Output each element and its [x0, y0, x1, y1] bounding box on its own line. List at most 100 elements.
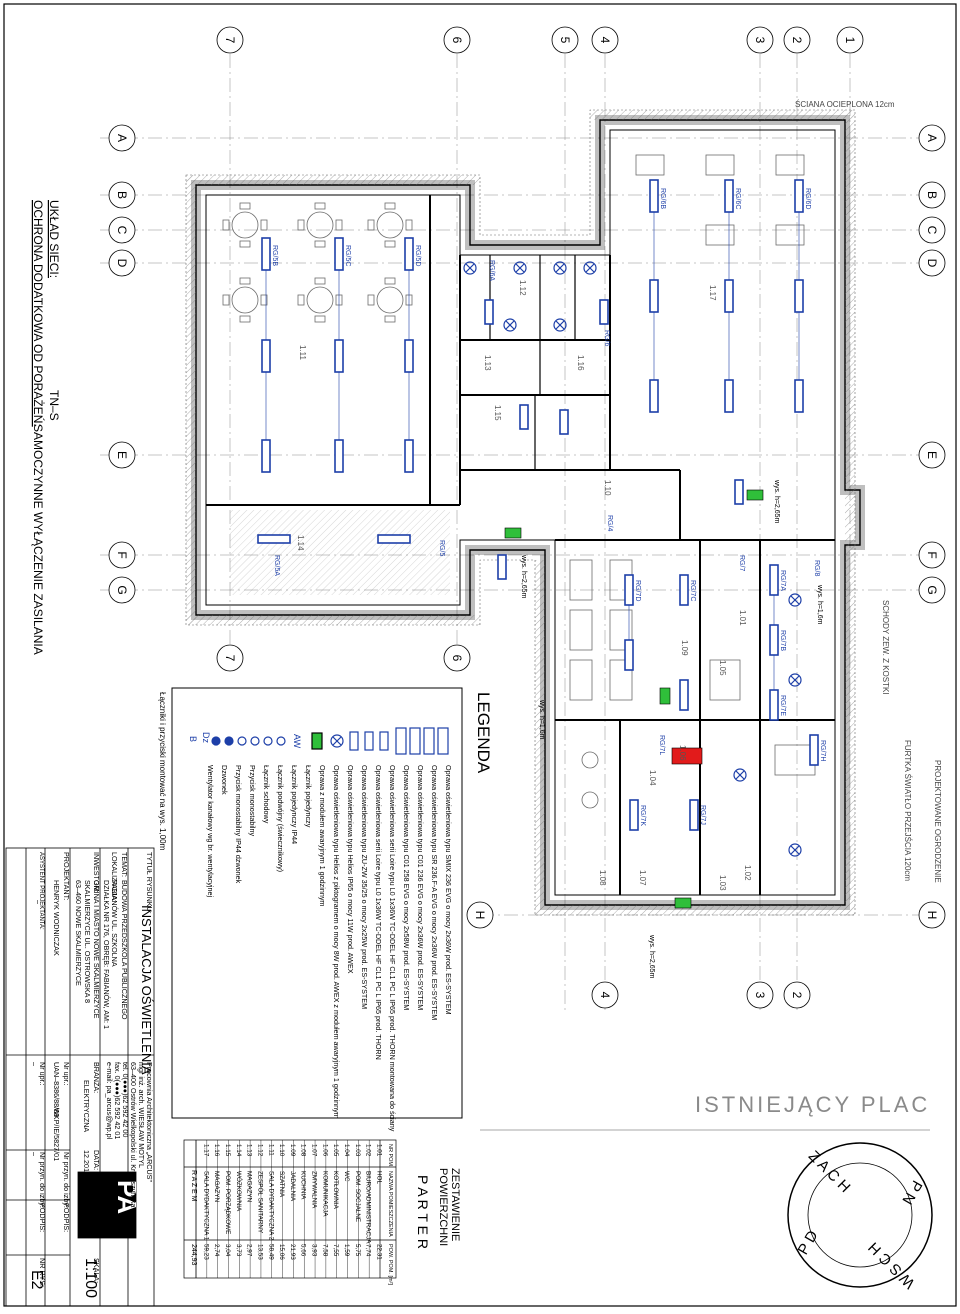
tb-scale: 1:100 — [82, 1258, 99, 1298]
fixture-rg5b-3 — [261, 439, 271, 473]
legend-item-4: Oprawa oświetleniowa typu C01 258 EVG o … — [402, 765, 411, 1010]
tb-investor-3: 63–460 NOWE SKALMIERZYCE — [74, 880, 83, 986]
label-rg5: RG/5 — [438, 540, 445, 556]
protection-label: OCHRONA DODATKOWA OD PORAŻEŃ: — [31, 200, 46, 427]
axis-bubble-A-left — [108, 124, 136, 152]
room-numbers: 1.01 1.02 1.03 1.04 1.05 1.06 1.07 1.08 … — [296, 280, 752, 891]
label-rg7l: RG/7L — [658, 735, 665, 755]
fixture-rg6c-1 — [724, 179, 734, 213]
legend-item-17: Dzwonek — [220, 765, 229, 795]
fixture-rg4-hall — [734, 479, 744, 505]
studio-logo — [77, 1171, 137, 1239]
room-1-17: 1.17 — [708, 285, 717, 301]
axis-bubble-F-left — [108, 541, 136, 569]
area-room-name: SALA DYDAKTYCZNA 1 — [202, 1171, 209, 1241]
axis-bubble-G-right — [918, 576, 946, 604]
fixture-rg5b-2 — [261, 339, 271, 373]
axis-num-2-top: 2 — [790, 37, 804, 44]
emergency-fixture-1 — [504, 527, 522, 539]
label-rg7j: RG/7J — [699, 805, 706, 825]
axis-letter-B-left: B — [115, 191, 129, 199]
existing-yard-label: ISTNIEJĄCY PLAC — [695, 1092, 930, 1117]
tb-drawing-title-label: TYTUŁ RYSUNKU: — [145, 852, 154, 914]
legend-item-5: Oprawa oświetleniowa serii Loire typu L0… — [388, 765, 397, 1132]
axis-bubble-7-top — [216, 26, 244, 54]
axis-letter-C-right: C — [925, 226, 939, 235]
area-table-rows: 1.01HOL22,311.02BIURO/ADMINISTRACJA7,741… — [195, 1140, 383, 1278]
label-rg5d: RG/5D — [414, 245, 421, 266]
compass-zach: Z A C H — [805, 1148, 854, 1197]
fixture-rg6b-3 — [649, 379, 659, 413]
axis-bubble-B-right — [918, 181, 946, 209]
area-room-number: 1.03 — [354, 1144, 361, 1157]
label-rg6: RG/6 — [603, 330, 610, 346]
compass-pn: P N — [898, 1177, 925, 1207]
tb-assistant-label: ASYSTENT PROJEKTANTA: — [38, 852, 44, 930]
area-room-number: 1.10 — [278, 1144, 285, 1157]
area-room-area: 21,93 — [289, 1244, 296, 1260]
fixture-rg5d-2 — [404, 339, 414, 373]
room-1-02: 1.02 — [743, 865, 752, 881]
area-room-number: 1.09 — [289, 1144, 296, 1157]
tb-location-2: DZIAŁKA NR 176, OBRĘB: FABIANÓW, AM: 1 — [102, 880, 111, 1029]
area-room-name: POM. PORZĄDKOWE — [224, 1171, 231, 1234]
room-1-03: 1.03 — [718, 875, 727, 891]
axis-bubble-labels: 7 6 5 4 3 2 1 7 6 4 3 2 A B C D E F G A … — [115, 37, 939, 999]
tb-investor-1: GMINA I MIASTO NOWE SKALMIERZYCE — [92, 880, 101, 1019]
fixture-rg5a-2 — [377, 534, 411, 544]
area-room-area: 1,59 — [343, 1244, 350, 1257]
area-col-name: NAZWA POMIESZCZENIA — [387, 1171, 393, 1237]
tb-studio-5: fax. 0(●●●)62 592 42 01 — [113, 1062, 122, 1139]
axis-bubble-3-top — [746, 26, 774, 54]
tb-assistant: – — [34, 900, 43, 904]
axis-bubble-4-top — [591, 26, 619, 54]
area-room-number: 1.08 — [300, 1144, 307, 1157]
axis-letter-H-left: H — [473, 911, 487, 920]
tb-studio-1: Pracownia Architektoniczna „ARCUS” — [145, 1062, 154, 1182]
area-room-number: 1.15 — [224, 1144, 231, 1157]
area-room-area: 2,97 — [246, 1244, 253, 1257]
area-room-number: 1.14 — [235, 1144, 242, 1157]
axis-bubble-E-right — [918, 441, 946, 469]
area-room-area: 15,06 — [278, 1244, 285, 1260]
axis-bubble-6-bottom — [443, 644, 471, 672]
area-room-number: 1.05 — [332, 1144, 339, 1157]
fixture-rg6d-3 — [794, 379, 804, 413]
axis-num-2-bottom: 2 — [790, 992, 804, 999]
fixture-rg5b-1 — [261, 237, 271, 271]
area-room-name: ZMYWALNIA — [311, 1171, 318, 1209]
axis-bubble-4-bottom — [591, 981, 619, 1009]
axis-letter-A-right: A — [925, 134, 939, 142]
fixture-rg4-entry — [497, 554, 507, 580]
protection-value: SAMOCZYNNE WYŁĄCZENIE ZASILANIA — [31, 424, 45, 655]
wall-label-top: ŚCIANA OCIEPLONA 12cm — [795, 100, 895, 109]
height-note-3: wys. h=2,65m — [520, 554, 527, 599]
room-1-04: 1.04 — [648, 770, 657, 786]
tb-permit-label-1: Nr upr.: — [62, 1062, 71, 1086]
tb-chamber-2: – — [30, 1152, 39, 1156]
tb-permit-label-2: Nr upr.: — [38, 1062, 47, 1086]
area-room-name: KOMUNIKACJA — [321, 1171, 328, 1217]
fixture-labels: RG/5B RG/5C RG/5A RG/5D RG/6A RG/6B RG/6… — [271, 188, 826, 979]
axis-bubble-D-right — [918, 249, 946, 277]
area-room-area: 7,74 — [365, 1244, 372, 1257]
area-room-number: 1.04 — [343, 1144, 350, 1157]
axis-letter-G-left: G — [115, 585, 129, 594]
area-room-area: 13,53 — [256, 1244, 263, 1260]
tb-permit-2: – — [30, 1062, 39, 1066]
height-note-4: wys. h=2,65m — [773, 479, 780, 524]
area-room-area: 5,75 — [354, 1244, 361, 1257]
tb-studio-4: tel. 0(●●●)62 592 42 00 — [121, 1062, 130, 1137]
fixture-rg6d-2 — [794, 279, 804, 313]
label-rg6a: RG/6A — [488, 260, 495, 281]
tb-sign-label-2: PODPIS: — [38, 1203, 47, 1232]
axis-bubble-D-left — [108, 249, 136, 277]
area-room-name: WÓZKOWNIA — [235, 1171, 244, 1212]
fixture-rg5f-small — [559, 409, 569, 435]
tb-scale-label: SKALA: — [92, 1258, 101, 1283]
axis-letter-F-left: F — [115, 551, 129, 558]
area-table-head: ZESTAWIENIE POWIERZCHNI P A R T E R NR P… — [190, 1144, 461, 1285]
area-room-area: 7,55 — [332, 1244, 339, 1257]
label-rg5a: RG/5A — [273, 555, 280, 576]
area-room-area: 3,93 — [311, 1244, 318, 1257]
